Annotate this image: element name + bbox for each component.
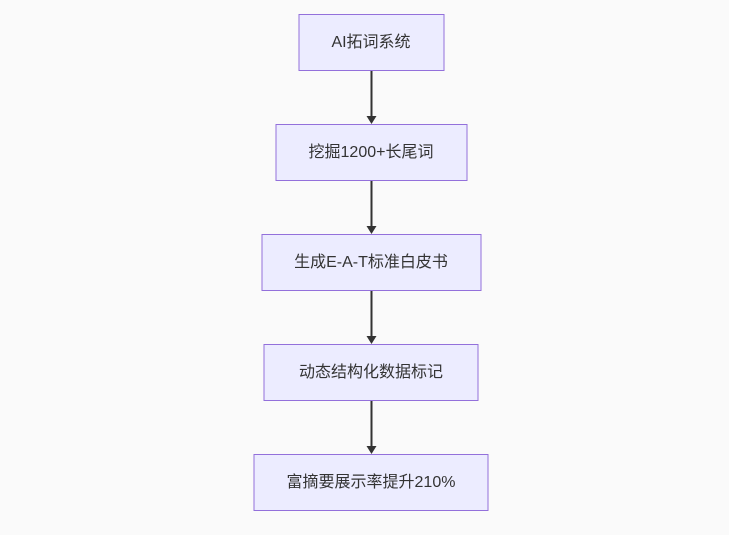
- flow-node-step-3: 生成E-A-T标准白皮书: [261, 234, 481, 291]
- flow-node-label: 挖掘1200+长尾词: [308, 143, 434, 161]
- flow-node-step-5: 富摘要展示率提升210%: [253, 454, 489, 511]
- flow-edge-4-5: [366, 401, 376, 454]
- flow-node-label: 动态结构化数据标记: [298, 363, 443, 381]
- flow-node-step-4: 动态结构化数据标记: [263, 344, 479, 401]
- flow-node-label: AI拓词系统: [331, 33, 411, 51]
- edge-line: [370, 291, 372, 336]
- flow-node-label: 生成E-A-T标准白皮书: [294, 253, 448, 271]
- arrowhead-down-icon: [366, 116, 376, 124]
- flowchart: AI拓词系统 挖掘1200+长尾词 生成E-A-T标准白皮书 动态结构化数据标记…: [253, 14, 489, 511]
- edge-line: [370, 71, 372, 116]
- flow-node-label: 富摘要展示率提升210%: [286, 473, 456, 491]
- flow-node-step-2: 挖掘1200+长尾词: [275, 124, 467, 181]
- arrowhead-down-icon: [366, 446, 376, 454]
- arrowhead-down-icon: [366, 226, 376, 234]
- edge-line: [370, 181, 372, 226]
- arrowhead-down-icon: [366, 336, 376, 344]
- flow-edge-3-4: [366, 291, 376, 344]
- flow-edge-2-3: [366, 181, 376, 234]
- flow-edge-1-2: [366, 71, 376, 124]
- edge-line: [370, 401, 372, 446]
- flow-node-step-1: AI拓词系统: [298, 14, 444, 71]
